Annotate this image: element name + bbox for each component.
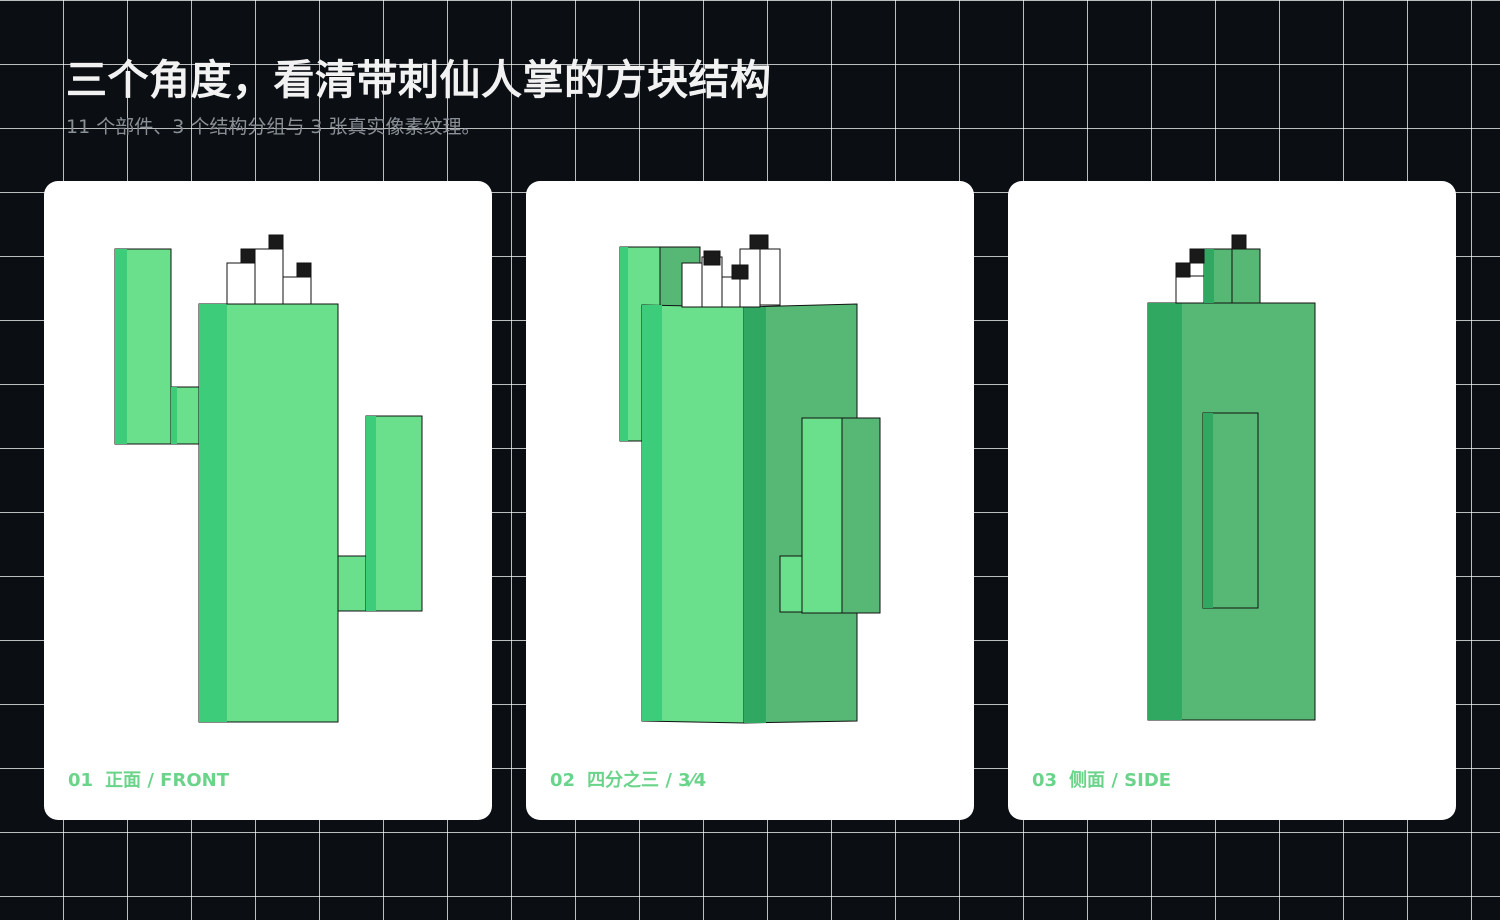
- left-arm-shade: [620, 247, 628, 441]
- flower-petal-center: [254, 248, 284, 305]
- trunk-shade: [1148, 303, 1182, 720]
- trunk-front-shade: [642, 305, 662, 721]
- flower-petal: [1175, 275, 1205, 304]
- right-arm-shade: [366, 416, 376, 611]
- arm-profile-shade: [1203, 413, 1213, 608]
- page-subtitle: 11 个部件、3 个结构分组与 3 张真实像素纹理。: [66, 116, 481, 138]
- side-view-cactus: [1147, 234, 1316, 721]
- front-view-cactus: [114, 234, 423, 723]
- three-quarter-view-cactus: [619, 234, 881, 724]
- flower-petal: [721, 276, 743, 308]
- trunk-shade: [199, 304, 227, 722]
- left-arm-connector-shade: [171, 387, 177, 444]
- spine: [1175, 262, 1191, 278]
- side-stem: [1231, 248, 1261, 304]
- flower-petal: [759, 248, 781, 306]
- page-title: 三个角度，看清带刺仙人掌的方块结构: [66, 56, 772, 104]
- spine: [296, 262, 312, 278]
- trunk-side-shade: [744, 307, 766, 723]
- right-arm-front: [801, 417, 843, 614]
- spine: [1189, 248, 1205, 264]
- right-arm-connector: [779, 555, 803, 613]
- left-arm-shade: [115, 249, 127, 444]
- flower-petal-left: [226, 262, 256, 305]
- spine: [703, 250, 721, 266]
- flower-petal-right: [282, 276, 312, 305]
- flower-petal: [681, 262, 703, 308]
- spine: [1231, 234, 1247, 250]
- right-arm-side: [841, 417, 881, 614]
- right-arm-connector: [337, 555, 367, 612]
- spine: [268, 234, 284, 250]
- spine: [749, 234, 769, 250]
- spine: [731, 264, 749, 280]
- spine: [240, 248, 256, 264]
- side-stem-shade: [1204, 249, 1214, 303]
